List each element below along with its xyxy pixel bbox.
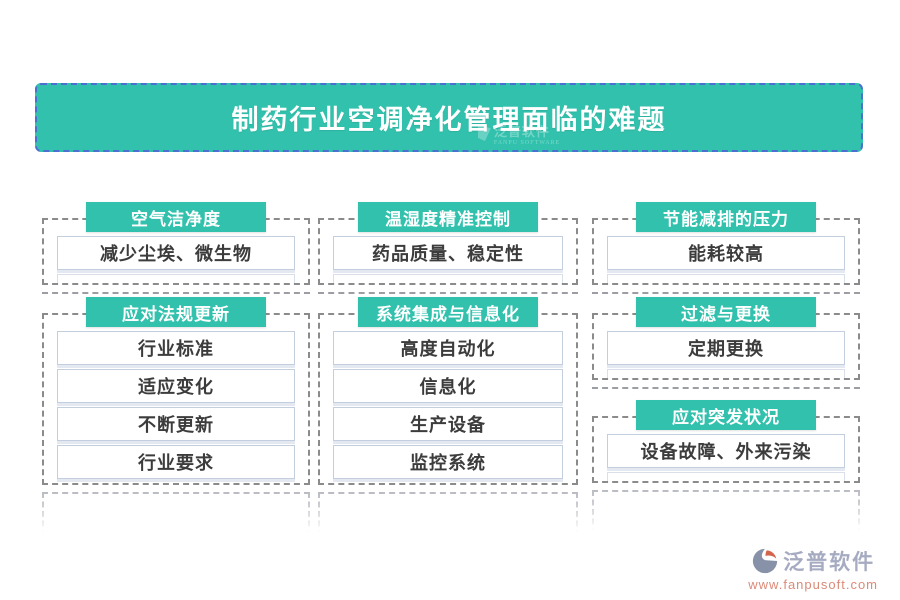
ghost-container <box>318 492 578 536</box>
brand-name: 泛普软件 <box>783 550 876 574</box>
item: 减少尘埃、微生物 <box>57 236 295 270</box>
item: 设备故障、外来污染 <box>607 434 845 468</box>
fanpu-logo-icon <box>753 548 778 574</box>
item: 监控系统 <box>333 445 563 479</box>
title-banner: 制药行业空调净化管理面临的难题 泛普软件 FANPU SOFTWARE <box>35 83 863 152</box>
group-box: 行业标准适应变化不断更新行业要求 <box>42 313 310 485</box>
item: 能耗较高 <box>607 236 845 270</box>
item: 药品质量、稳定性 <box>333 236 563 270</box>
group-header: 系统集成与信息化 <box>358 297 538 327</box>
column-air-quality: 空气洁净度减少尘埃、微生物应对法规更新行业标准适应变化不断更新行业要求 <box>42 202 310 536</box>
item: 定期更换 <box>607 331 845 365</box>
group: 应对法规更新行业标准适应变化不断更新行业要求 <box>42 297 310 485</box>
item: 行业标准 <box>57 331 295 365</box>
group-header: 应对突发状况 <box>636 400 816 430</box>
group-header: 空气洁净度 <box>86 202 266 232</box>
empty-item-sliver <box>333 274 563 283</box>
group-header: 节能减排的压力 <box>636 202 816 232</box>
group: 温湿度精准控制药品质量、稳定性 <box>318 202 578 294</box>
group-header: 过滤与更换 <box>636 297 816 327</box>
page-title: 制药行业空调净化管理面临的难题 <box>231 105 667 135</box>
column-energy-maintenance: 节能减排的压力能耗较高过滤与更换定期更换应对突发状况设备故障、外来污染 <box>592 202 860 534</box>
brand-url: www.fanpusoft.com <box>748 577 878 592</box>
item: 适应变化 <box>57 369 295 403</box>
ghost-container <box>592 490 860 534</box>
group-header: 温湿度精准控制 <box>358 202 538 232</box>
footer-brand: 泛普软件 www.fanpusoft.com <box>748 546 878 592</box>
item: 高度自动化 <box>333 331 563 365</box>
group: 节能减排的压力能耗较高 <box>592 202 860 294</box>
group: 应对突发状况设备故障、外来污染 <box>592 400 860 483</box>
group: 系统集成与信息化高度自动化信息化生产设备监控系统 <box>318 297 578 485</box>
empty-item-sliver <box>57 274 295 283</box>
item: 信息化 <box>333 369 563 403</box>
group-header: 应对法规更新 <box>86 297 266 327</box>
group: 空气洁净度减少尘埃、微生物 <box>42 202 310 294</box>
item: 生产设备 <box>333 407 563 441</box>
group: 过滤与更换定期更换 <box>592 297 860 389</box>
ghost-container <box>42 492 310 536</box>
group-box: 高度自动化信息化生产设备监控系统 <box>318 313 578 485</box>
item: 不断更新 <box>57 407 295 441</box>
empty-item-sliver <box>607 472 845 481</box>
item: 行业要求 <box>57 445 295 479</box>
empty-item-sliver <box>607 369 845 378</box>
empty-item-sliver <box>607 274 845 283</box>
column-temperature-systems: 温湿度精准控制药品质量、稳定性系统集成与信息化高度自动化信息化生产设备监控系统 <box>318 202 578 536</box>
